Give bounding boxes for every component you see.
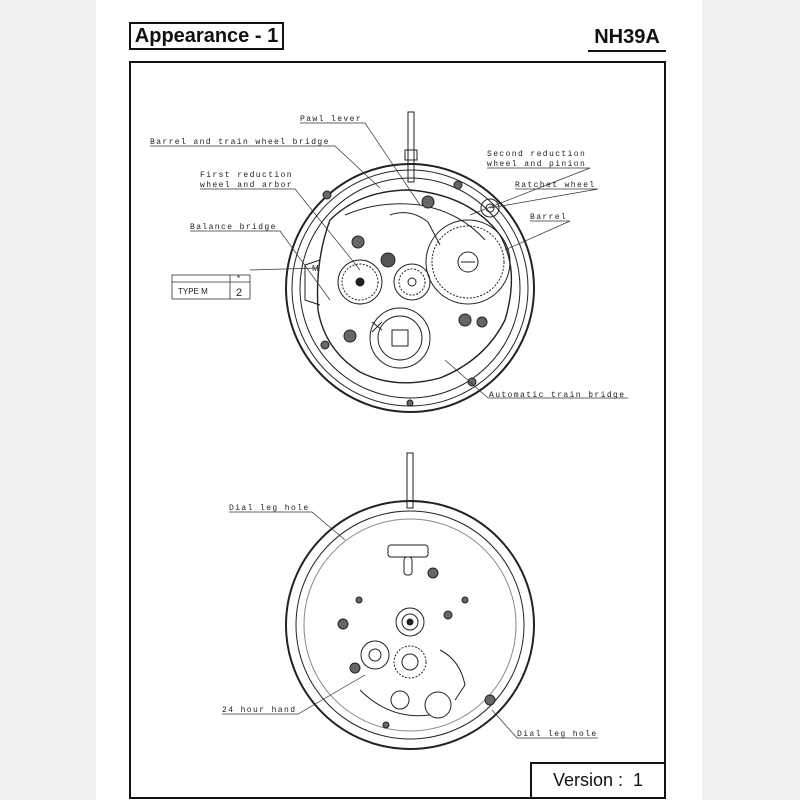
label-pawl-lever: Pawl lever (300, 115, 362, 124)
label-first-reduction-1: First reduction (200, 171, 293, 180)
type-value: 2 (236, 287, 242, 299)
screw-icon (320, 180, 488, 407)
label-first-reduction-2: wheel and arbor (200, 181, 293, 190)
version-text: Version : 1 (552, 770, 644, 790)
label-second-reduction-1: Second reduction (487, 150, 586, 159)
type-star: * (237, 274, 240, 283)
gear-train-icon (337, 252, 431, 305)
barrel-icon (425, 219, 511, 305)
label-second-reduction-2: wheel and pinion (487, 160, 586, 169)
label-balance-bridge: Balance bridge (190, 223, 277, 232)
label-automatic-train-bridge: Automatic train bridge (489, 391, 625, 400)
label-ratchet-wheel: Ratchet wheel (515, 181, 596, 190)
movement-back-view (285, 111, 535, 413)
type-marker: M (312, 264, 319, 273)
page-title: Appearance - 1 (129, 22, 284, 50)
version-box: Version : 1 (530, 762, 666, 799)
top-leader-lines (150, 122, 628, 399)
drawing-frame (129, 61, 666, 799)
type-table: TYPE M * 2 M (171, 264, 319, 300)
label-barrel: Barrel (530, 213, 567, 222)
type-label: TYPE M (178, 287, 208, 296)
model-number: NH39A (588, 24, 666, 52)
label-barrel-bridge: Barrel and train wheel bridge (150, 138, 330, 147)
bottom-leader-lines (222, 511, 598, 739)
hour24-wheel-icon (360, 640, 427, 679)
screw-icon (337, 567, 496, 729)
label-dial-leg-hole-bottom: Dial leg hole (517, 730, 598, 739)
movement-dial-view (285, 452, 535, 750)
label-dial-leg-hole-top: Dial leg hole (229, 504, 310, 513)
label-24-hour-hand: 24 hour hand (222, 706, 296, 715)
